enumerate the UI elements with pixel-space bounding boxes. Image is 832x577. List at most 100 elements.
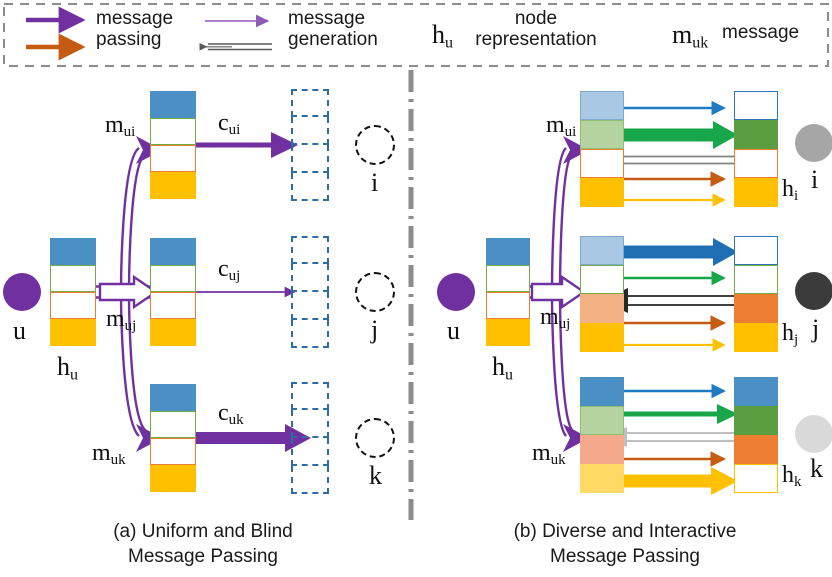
- panel-a-row-i-target-cell-3: [291, 173, 329, 201]
- legend-node-line2: representation: [475, 29, 597, 50]
- legend-message-line1b: message: [288, 8, 366, 29]
- panel-a-row-i-cell-3: [150, 172, 196, 199]
- panel-a-row-k-node-circle: [355, 418, 395, 458]
- panel-b-row-j-h-symbol: h: [782, 320, 794, 346]
- panel-a-row-k-message-label: muk: [92, 440, 126, 469]
- panel-a-row-i-c-subscript: ui: [228, 122, 241, 139]
- panel-b-row-j-left-vector: [580, 236, 624, 352]
- panel-a-row-j-node-circle: [355, 272, 395, 312]
- panel-a-row-k-target-cell-3: [291, 466, 329, 494]
- panel-a-row-k-cell-1: [150, 411, 196, 438]
- panel-b-arrowhead-k: [563, 424, 589, 452]
- panel-b-row-j-left-cell-2: [580, 294, 624, 323]
- panel-b-row-k-target-label: hk: [782, 462, 802, 491]
- panel-a-row-j-target-cell-1: [291, 264, 329, 292]
- panel-b-row-k-right-cell-2: [734, 435, 778, 464]
- panel-a-row-k-m-symbol: m: [92, 440, 111, 466]
- panel-b-row-i-m-subscript: ui: [564, 124, 577, 141]
- legend-message-generation-label: message generation: [288, 8, 378, 50]
- panel-b-hu-subscript: u: [505, 366, 513, 384]
- legend-m-symbol: m: [672, 20, 693, 49]
- panel-a-row-j-target-cell-0: [291, 236, 329, 264]
- panel-a-row-j-vector: [150, 238, 196, 346]
- panel-a-row-i-m-subscript: ui: [123, 124, 136, 141]
- panel-b-row-k-m-subscript: uk: [550, 452, 566, 469]
- panel-a-row-j-cell-1: [150, 265, 196, 292]
- panel-a-hu-symbol: h: [57, 352, 70, 381]
- panel-b-row-k-right-vector: [734, 377, 778, 493]
- panel-b-source-node-circle: [437, 273, 475, 311]
- panel-a-row-i-vector: [150, 91, 196, 199]
- legend-border: [3, 3, 829, 67]
- panel-b-row-k-left-cell-0: [580, 377, 624, 406]
- panel-a-row-k-cell-2: [150, 438, 196, 465]
- panel-b-row-k-m-symbol: m: [532, 440, 551, 466]
- panel-b-row-k-right-cell-3: [734, 464, 778, 493]
- panel-a-source-vector-label: hu: [57, 352, 78, 384]
- panel-a-row-i-m-symbol: m: [105, 112, 124, 138]
- panel-b-row-i-right-cell-3: [734, 178, 778, 207]
- legend-passing-line2: passing: [96, 29, 162, 50]
- panel-b-row-i-green-arrowhead: [713, 121, 738, 149]
- panel-b-row-i-left-cell-2: [580, 149, 624, 178]
- panel-b-row-j-left-cell-0: [580, 236, 624, 265]
- legend-node-repr-symbol: hu: [432, 20, 453, 52]
- panel-a-row-j-coef-label: cuj: [218, 256, 240, 285]
- panel-a-source-cell-3: [50, 319, 96, 346]
- panel-a-row-j-cell-0: [150, 238, 196, 265]
- panel-b-row-j-right-cell-2: [734, 294, 778, 323]
- panel-a-row-i-cell-2: [150, 145, 196, 172]
- panel-b-row-k-yellow-arrowhead: [711, 467, 738, 495]
- panel-a-row-j-cell-3: [150, 319, 196, 346]
- panel-b-row-k-green-arrowhead: [717, 404, 738, 424]
- panel-a-row-i-node-circle: [355, 125, 395, 165]
- panel-b-row-k-left-vector: [580, 377, 624, 493]
- panel-b-row-j-right-cell-0: [734, 236, 778, 265]
- panel-b-row-j-m-symbol: m: [540, 304, 559, 330]
- panel-b-caption: (b) Diverse and Interactive Message Pass…: [480, 519, 770, 569]
- panel-a-arrowhead-k: [136, 424, 162, 452]
- panel-a-row-k-target-cell-1: [291, 410, 329, 438]
- panel-a-arrowhead-i: [136, 136, 162, 164]
- panel-a-row-k-cell-3: [150, 465, 196, 492]
- panel-b-source-cell-2: [486, 292, 530, 319]
- panel-a-row-k-node-label: k: [369, 461, 382, 490]
- panel-b-row-j-target-label: hj: [782, 320, 798, 349]
- panel-b-row-i-node-label: i: [811, 165, 819, 194]
- panel-a-source-cell-0: [50, 238, 96, 265]
- panel-a-row-i-target-cell-0: [291, 89, 329, 117]
- panel-b-row-i-right-vector: [734, 91, 778, 207]
- panel-b-row-i-h-symbol: h: [782, 176, 794, 202]
- panel-b-row-i-target-label: hi: [782, 176, 798, 205]
- panel-b-row-j-right-cell-1: [734, 265, 778, 294]
- panel-a-row-i-coef-label: cui: [218, 110, 240, 139]
- panel-a-row-i-node-label: i: [371, 168, 379, 197]
- panel-a-row-k-vector: [150, 384, 196, 492]
- panel-b-row-j-left-cell-3: [580, 323, 624, 352]
- legend-h-subscript: u: [445, 34, 453, 52]
- panel-a-caption: (a) Uniform and Blind Message Passing: [78, 519, 328, 569]
- panel-b-row-k-left-cell-2: [580, 435, 624, 464]
- panel-b-caption-line2: Message Passing: [550, 546, 700, 567]
- panel-b-row-j-blue-arrowhead: [713, 238, 738, 266]
- legend-message-line1: message: [96, 8, 174, 29]
- panel-b-source-node-label: u: [447, 316, 460, 345]
- panel-a-hu-subscript: u: [70, 366, 78, 384]
- panel-a-row-k-coef-label: cuk: [218, 400, 244, 429]
- panel-a-row-j-target-box: [291, 236, 329, 348]
- panel-a-row-j-target-cell-2: [291, 292, 329, 320]
- panel-b-row-k-right-cell-0: [734, 377, 778, 406]
- panel-a-row-i-message-label: mui: [105, 112, 135, 141]
- panel-b-row-k-h-subscript: k: [794, 474, 802, 491]
- legend-m-subscript: uk: [692, 34, 709, 52]
- panel-b-row-k-left-cell-1: [580, 406, 624, 435]
- panel-a-caption-line1: (a) Uniform and Blind: [113, 521, 293, 542]
- legend-node-repr-text: node representation: [471, 8, 601, 50]
- panel-a-row-k-target-box: [291, 382, 329, 494]
- panel-a-row-k-c-subscript: uk: [228, 412, 244, 429]
- panel-a-row-j-cell-2: [150, 292, 196, 319]
- panel-a-caption-line2: Message Passing: [128, 546, 278, 567]
- panel-b-row-k-node-label: k: [810, 454, 823, 483]
- panel-a-row-j-target-cell-3: [291, 320, 329, 348]
- panel-a-source-node-label: u: [13, 316, 26, 345]
